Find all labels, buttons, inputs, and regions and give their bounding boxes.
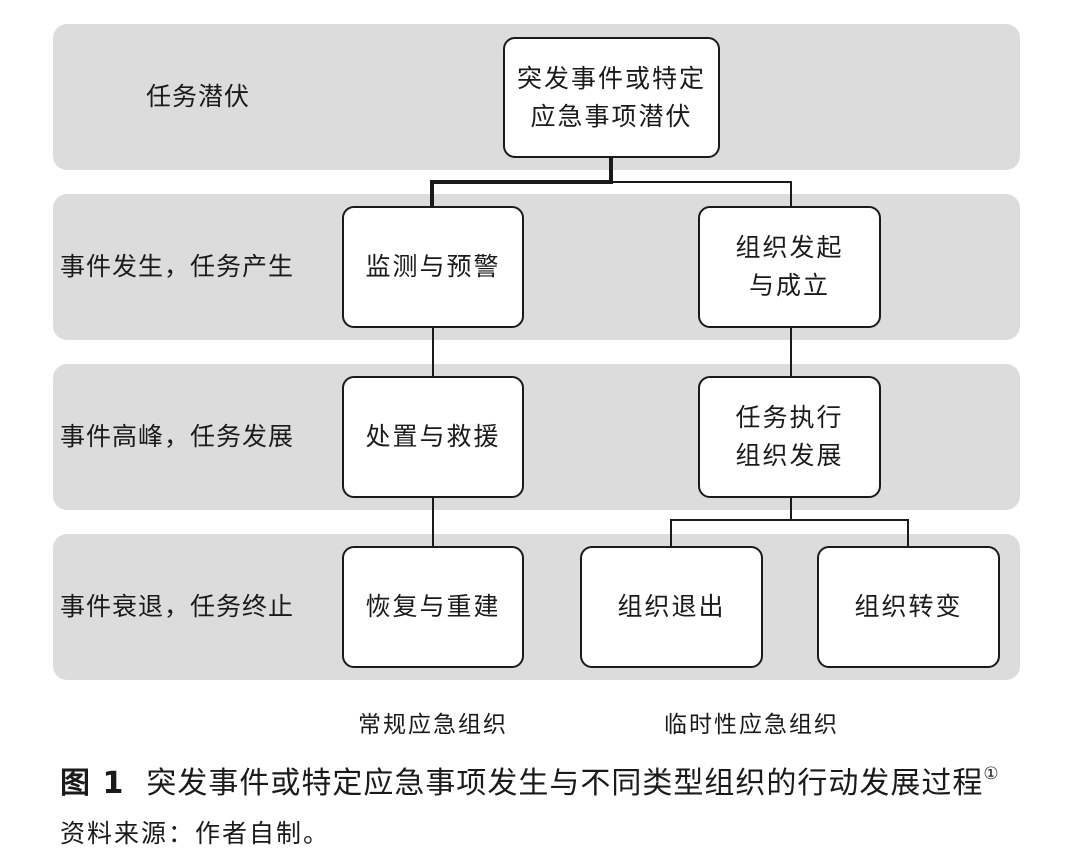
stage-label-decline: 事件衰退，任务终止: [60, 592, 295, 621]
node-organization-exit: 组织退出: [580, 546, 763, 668]
connector-root-down: [609, 156, 613, 182]
node-monitoring-warning-label: 监测与预警: [365, 252, 501, 281]
figure-number: 图 1: [60, 766, 125, 801]
connector-to-org-transform: [907, 519, 909, 548]
connector-orgdevelop-branch: [670, 519, 909, 521]
stage-label-occurrence: 事件发生，任务产生: [60, 252, 295, 281]
node-organization-transform-label: 组织转变: [854, 592, 963, 621]
figure-caption: 图 1 突发事件或特定应急事项发生与不同类型组织的行动发展过程①: [60, 758, 1000, 802]
connector-response-recovery: [432, 496, 434, 548]
node-recovery-rebuild: 恢复与重建: [342, 546, 524, 668]
node-organization-start-line1: 组织发起: [735, 233, 844, 262]
connector-orgdevelop-down: [790, 496, 792, 520]
node-monitoring-warning: 监测与预警: [342, 206, 524, 328]
label-regular-organization: 常规应急组织: [358, 712, 508, 738]
label-temporary-organization: 临时性应急组织: [664, 712, 839, 738]
figure-footnote-marker: ①: [983, 764, 1000, 784]
node-event-latent-line1: 突发事件或特定: [516, 63, 706, 93]
connector-to-monitor: [430, 180, 434, 206]
node-event-latent-line2: 应急事项潜伏: [530, 101, 693, 131]
stage-label-peak: 事件高峰，任务发展: [60, 422, 295, 451]
node-organization-transform: 组织转变: [817, 546, 1000, 668]
stage-label-latent: 任务潜伏: [146, 82, 251, 111]
connector-monitor-response: [432, 326, 434, 378]
connector-orgstart-orgdevelop: [790, 326, 792, 378]
connector-to-org-exit: [670, 519, 672, 548]
figure-source: 资料来源：作者自制。: [60, 819, 331, 848]
node-event-latent: 突发事件或特定 应急事项潜伏: [503, 37, 720, 158]
connector-root-right-branch: [611, 181, 792, 183]
node-recovery-rebuild-label: 恢复与重建: [365, 592, 501, 621]
figure-title: 突发事件或特定应急事项发生与不同类型组织的行动发展过程: [146, 766, 984, 801]
connector-root-left-branch: [430, 180, 613, 184]
connector-to-org-start: [790, 181, 792, 206]
node-response-rescue: 处置与救援: [342, 376, 524, 498]
node-organization-develop: 任务执行 组织发展: [698, 376, 881, 498]
node-organization-start-line2: 与成立: [748, 271, 830, 300]
node-organization-exit-label: 组织退出: [617, 592, 726, 621]
node-response-rescue-label: 处置与救援: [365, 422, 501, 451]
node-organization-develop-line2: 组织发展: [735, 441, 844, 470]
node-organization-start: 组织发起 与成立: [698, 206, 881, 328]
node-organization-develop-line1: 任务执行: [735, 403, 844, 432]
